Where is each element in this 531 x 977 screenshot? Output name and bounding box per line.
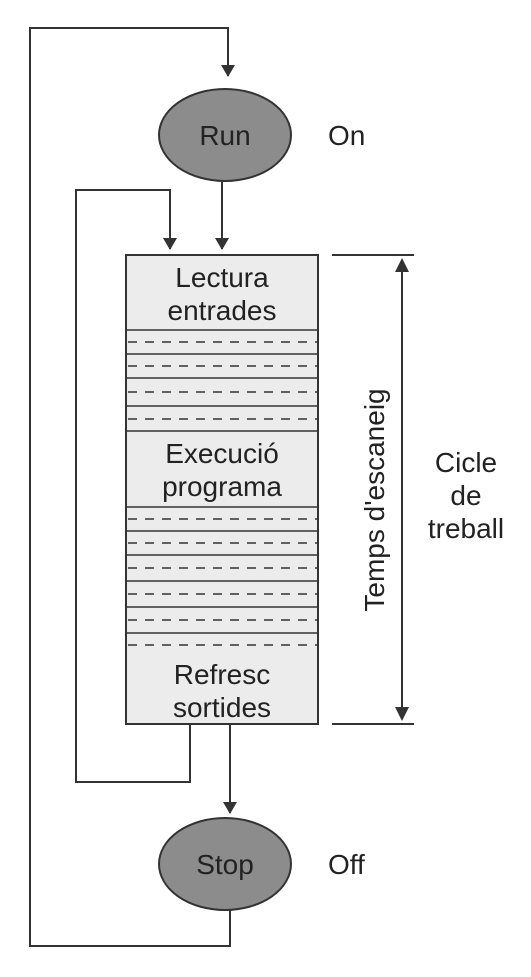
- lower-dashed-rows: [126, 506, 318, 646]
- stop-label: Stop: [196, 849, 254, 880]
- work-cycle-line1: Cicle: [435, 447, 497, 478]
- input-read-line2: entrades: [168, 295, 277, 326]
- outer-loop-arrow: [29, 27, 235, 947]
- work-cycle-line2: de: [450, 480, 481, 511]
- output-refresh-line1: Refresc: [174, 659, 270, 690]
- scan-block: Lectura entrades Execució programa: [125, 254, 319, 725]
- run-ellipse: [158, 88, 292, 182]
- scan-time-bracket: [332, 254, 414, 725]
- work-cycle-line3: treball: [428, 513, 504, 544]
- on-state-label: On: [328, 120, 365, 151]
- stop-ellipse: [158, 817, 292, 911]
- output-refresh-line2: sortides: [173, 692, 271, 723]
- stop-node: Stop: [158, 817, 292, 911]
- work-cycle-label: Cicle de treball: [428, 447, 504, 544]
- scan-time-label: Temps d'escaneig: [359, 388, 390, 611]
- program-exec-line2: programa: [162, 471, 282, 502]
- program-exec-line1: Execució: [165, 438, 279, 469]
- upper-dashed-rows: [126, 329, 318, 432]
- scan-block-frame: [125, 254, 319, 725]
- input-read-line1: Lectura: [175, 262, 269, 293]
- run-label: Run: [199, 120, 250, 151]
- inner-loop-arrow: [75, 189, 191, 783]
- off-state-label: Off: [328, 849, 365, 880]
- run-node: Run: [158, 88, 292, 182]
